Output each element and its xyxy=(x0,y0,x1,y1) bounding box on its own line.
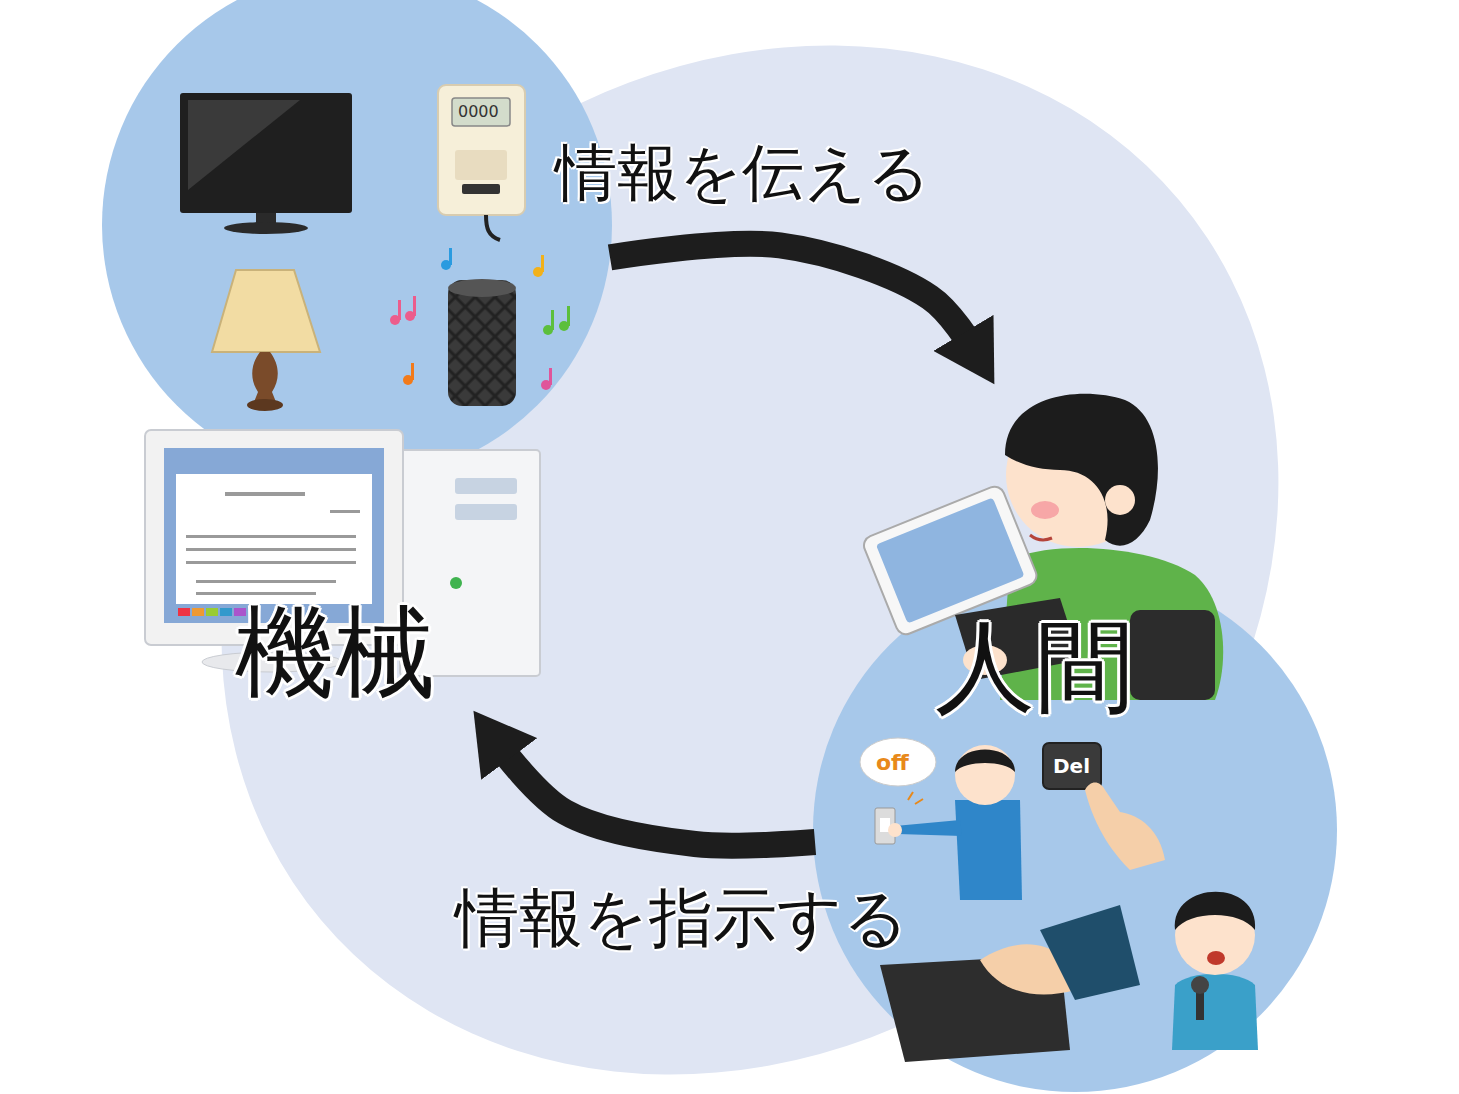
edge-label: 情報を伝える xyxy=(555,137,930,208)
background-ellipse xyxy=(12,0,1459,1094)
group-title: 機械 xyxy=(235,598,435,708)
edge-label: 情報を指示する xyxy=(455,882,909,956)
speaker-icon xyxy=(390,248,570,406)
singing-boy xyxy=(1172,892,1258,1050)
switch-word: off xyxy=(876,752,909,774)
machine-circle xyxy=(102,0,612,480)
machine-group: 機械 xyxy=(105,0,610,715)
monitor-icon xyxy=(180,93,352,234)
key-label: Del xyxy=(1053,756,1090,776)
flow-arrow xyxy=(500,747,815,846)
human-circle xyxy=(813,568,1337,1092)
human-group: 人間 xyxy=(815,380,1330,1080)
meter-reading: 0000 xyxy=(458,104,499,120)
group-title: 人間 xyxy=(935,612,1135,722)
meter-icon xyxy=(438,85,525,240)
delete-key xyxy=(1043,743,1165,870)
flow-arrow xyxy=(610,244,971,346)
lamp-icon xyxy=(212,270,320,411)
typing-hands xyxy=(880,905,1140,1062)
switch-boy xyxy=(860,738,1022,900)
